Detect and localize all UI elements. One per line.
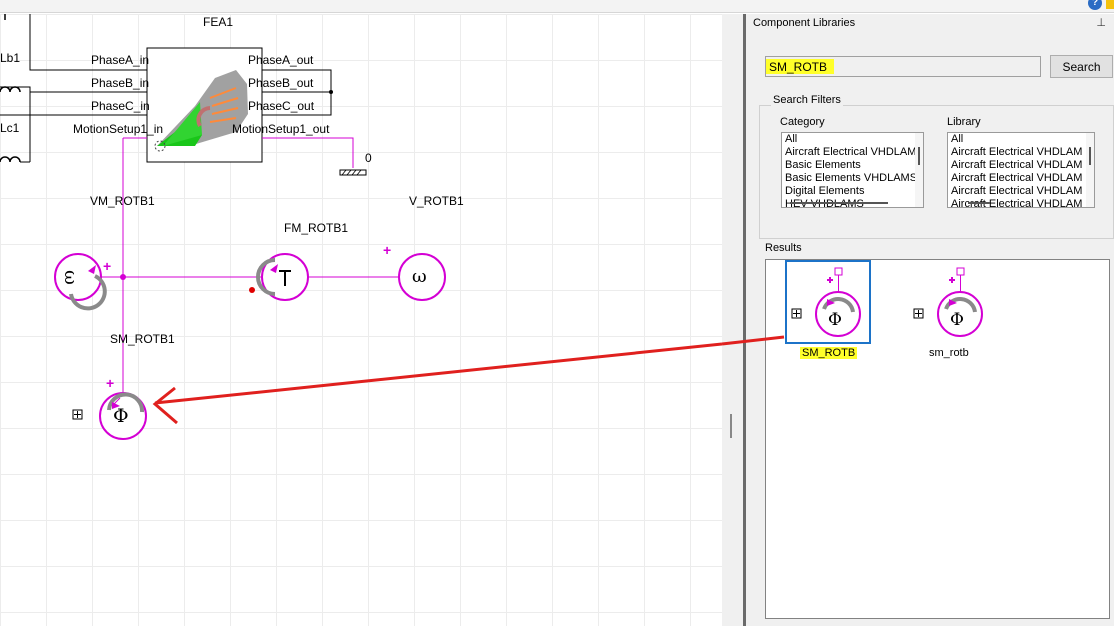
sm-rotb1-symbol [99,392,147,440]
library-item[interactable]: Aircraft Electrical VHDLAM [951,198,1083,208]
library-vscrollbar[interactable] [1086,133,1094,207]
schematic-canvas[interactable]: FEA1 Lb1 Lc1 PhaseA_in PhaseB_in PhaseC_… [0,14,722,626]
library-item[interactable]: All [951,133,964,145]
omega-symbol-vm: ω [59,270,81,285]
component-libraries-panel: Component Libraries ⊥ Search Search Filt… [747,14,1114,626]
port-phasec-in: PhaseC_in [91,99,150,113]
port-phaseb-in: PhaseB_in [91,76,150,90]
inductor-lb1 [0,86,21,93]
category-label: Category [780,116,825,128]
omega-symbol-v: ω [412,266,427,287]
library-hscroll-thumb[interactable] [968,202,990,204]
library-item[interactable]: Aircraft Electrical VHDLAM [951,185,1083,197]
search-button[interactable]: Search [1050,55,1113,78]
panel-splitter[interactable] [722,14,747,626]
v-rotb1-symbol [398,253,446,301]
search-filters-legend: Search Filters [771,94,843,106]
sm-rotb-lower-icon [913,267,983,337]
plus-sm: + [106,375,115,391]
phi-symbol-result-1: Φ [828,310,842,330]
port-phasea-out: PhaseA_out [248,53,314,67]
label-lc1: Lc1 [0,121,20,135]
vm-rotb1-symbol [54,253,107,311]
category-item[interactable]: All [785,133,798,145]
inductor-lc1 [0,156,21,163]
port-phaseb-out: PhaseB_out [248,76,314,90]
phi-symbol-sm: Φ [113,405,129,427]
library-listbox[interactable]: All Aircraft Electrical VHDLAM Aircraft … [947,132,1095,208]
result-item-sm-rotb-lower[interactable]: Φ [909,262,995,346]
category-item[interactable]: Basic Elements [785,159,861,171]
library-label: Library [947,116,981,128]
port-phasec-out: PhaseC_out [248,99,315,113]
plus-vm: + [103,258,112,274]
top-toolbar: ? [0,0,1114,13]
port-phasea-in: PhaseA_in [91,53,150,67]
library-item[interactable]: Aircraft Electrical VHDLAM [951,146,1083,158]
result-label-sm-rotb-lower: sm_rotb [929,347,969,359]
sm-rotb-icon [791,267,861,337]
category-item[interactable]: Digital Elements [785,185,865,197]
label-fm-rotb1: FM_ROTB1 [284,221,349,235]
fm-rotb1-symbol [256,253,309,301]
category-item[interactable]: Aircraft Electrical VHDLAM [785,146,917,158]
port-motionsetup1-in: MotionSetup1_in [73,122,164,136]
category-item[interactable]: Basic Elements VHDLAMS [785,172,918,184]
result-label-sm-rotb: SM_ROTB [800,347,858,359]
schematic-drawing [0,14,722,440]
label-v-rotb1: V_ROTB1 [409,194,464,208]
label-sm-rotb1: SM_ROTB1 [110,332,175,346]
result-item-sm-rotb[interactable]: Φ [785,260,871,344]
warning-icon [1106,0,1114,9]
splitter-border [743,14,746,626]
plus-v: + [383,242,392,258]
fea-title: FEA1 [203,15,234,29]
library-item[interactable]: Aircraft Electrical VHDLAM [951,172,1083,184]
help-icon[interactable]: ? [1088,0,1102,10]
pin-icon[interactable]: ⊥ [1096,17,1106,29]
category-vscrollbar[interactable] [915,133,923,207]
ground-value: 0 [365,151,372,165]
search-input[interactable] [765,56,1041,77]
category-listbox[interactable]: All Aircraft Electrical VHDLAM Basic Ele… [781,132,924,208]
panel-title: Component Libraries [753,17,856,29]
port-motionsetup1-out: MotionSetup1_out [232,122,330,136]
category-hscroll-thumb[interactable] [790,202,888,204]
phi-symbol-result-2: Φ [950,310,964,330]
splitter-grip[interactable] [730,414,732,438]
label-vm-rotb1: VM_ROTB1 [90,194,155,208]
results-list[interactable]: Φ SM_ROTB Φ sm_rotb [765,259,1110,619]
motor-cross-section-icon [154,70,248,152]
results-label: Results [765,242,802,254]
library-item[interactable]: Aircraft Electrical VHDLAM [951,159,1083,171]
label-lb1: Lb1 [0,51,21,65]
